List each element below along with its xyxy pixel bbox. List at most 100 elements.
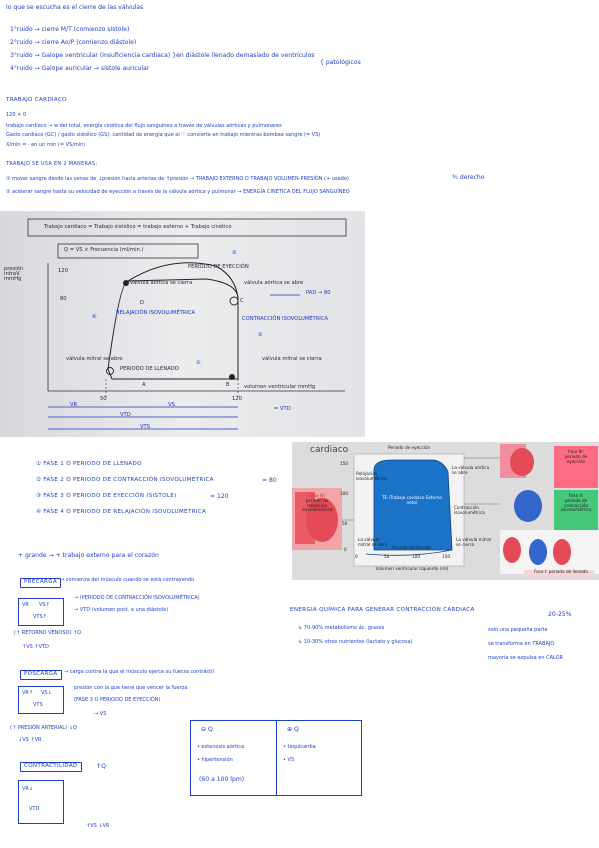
energia-title: ENERGÍA QUÍMICA PARA GENERAR CONTRACCIÓN…: [290, 607, 475, 613]
figure-center-label: TE (Trabajo cardíaco Externo neto): [382, 495, 442, 505]
energia-line-1: ↳ 70-90% metabolismo ác. grasos: [298, 625, 385, 631]
point-label-d: D: [140, 300, 144, 306]
contractilidad-effect: ↑Q: [96, 763, 106, 770]
photo-x-axis-label: volumen ventricular mmHg: [244, 384, 316, 390]
precarga-line-3: → VTD (volumen post. a una diástole): [74, 607, 169, 613]
poscarga-diagram-vs: VS↓: [41, 690, 52, 696]
circled-4: ④: [92, 314, 97, 320]
phase-1: ① FASE 1 O PERIODO DE LLENADO: [36, 461, 142, 467]
work-uses-subheading: TRABAJO SE USA EN 2 MANERAS:: [6, 161, 98, 167]
photo-x-tick-50: 50: [100, 396, 107, 402]
poscarga-effect: (↑ PRESIÓN ARTERIAL) ↓Q: [10, 725, 77, 731]
marker-eq-vtd: = VTD: [274, 406, 291, 412]
annot-mitral-open: válvula mitral se abre: [66, 356, 123, 362]
energia-percent: 20-25%: [548, 611, 572, 618]
photo-y-tick-120: 120: [58, 268, 68, 274]
precarga-line-2: → (PERIODO DE CONTRACCIÓN ISOVOLUMÉTRICA…: [74, 595, 200, 601]
figure-panel-phase-4: Fase IV: periodo de relajación isovolumé…: [296, 493, 338, 513]
circled-2: ②: [258, 332, 263, 338]
table-divider: [276, 721, 277, 795]
cardiac-work-line-4: X/min = · en un min (= VS/min): [6, 142, 86, 148]
phase-3: ③ FASE 3 O PERIODO DE EYECCIÓN (SISTOLE): [36, 493, 177, 499]
precarga-effect-2: ↑VS ↑VTD: [22, 644, 49, 650]
phase-2-value: = 80: [262, 477, 277, 484]
figure-inner-mitral-open: La válvula mitral se abre: [358, 537, 388, 547]
phase-1-title: Fase I:: [534, 569, 548, 574]
energia-line-2: ↳ 10-30% otros nutrientes (lactato y glu…: [298, 639, 413, 645]
marker-vts: VTS: [140, 424, 151, 430]
photo-formula: Q = VS × Frecuencia (ml/min.): [64, 247, 144, 253]
figure-inner-aortic-open: La válvula aórtica se abre: [452, 465, 490, 475]
figure-inner-iso-contract: Contracción isovolumétrica: [454, 505, 485, 515]
phase-2: ② FASE 2 O PERIODO DE CONTRACCIÓN ISOVOL…: [36, 477, 214, 483]
heart-sounds-heading: lo que se escucha es el cierre de las vá…: [6, 4, 144, 11]
minus-q-header: ⊖ Q: [201, 726, 213, 733]
contractilidad-effect-2: ↑VS ↓VR: [86, 823, 110, 829]
precarga-diagram-vts: VTS↑: [33, 614, 47, 620]
tick-y-100: 100: [340, 491, 348, 496]
precarga-title: PRECARGA: [20, 578, 61, 588]
annot-iso-contract: CONTRACCIÓN ISOVOLUMÉTRICA: [242, 316, 329, 322]
tick-y-0: 0: [344, 547, 347, 552]
annot-mitral-close: válvula mitral se cierra: [262, 356, 322, 362]
marker-vtd: VTD: [120, 412, 131, 418]
precarga-diagram: VR VS↑ VTS↑: [18, 598, 64, 626]
photo-y-tick-80: 80: [60, 296, 67, 302]
minus-q-item-2: • hipertensión: [197, 757, 233, 763]
photo-x-tick-120: 120: [232, 396, 242, 402]
poscarga-diagram-vts: VTS: [33, 702, 43, 708]
annot-aortic-close: válvula aórtica se cierra: [130, 280, 193, 286]
pv-loop-drawing: [0, 211, 365, 437]
poscarga-line-3: (FASE 3 O PERIODO DE EYECCIÓN): [74, 697, 161, 703]
cardiac-work-heading: TRABAJO CARDIACO: [6, 97, 67, 103]
annot-ejection: PERIODO DE EYECCIÓN: [188, 264, 249, 270]
poscarga-line-4: → VS: [94, 711, 107, 717]
figure-panel-phase-3: Fase III: periodo de eyección: [556, 449, 596, 464]
phase-2-title: Fase II:: [568, 493, 584, 498]
energia-side-3: mayoría se expulsa en CALOR: [488, 655, 564, 661]
point-label-b: B: [226, 382, 230, 388]
phase-1-text: periodo de llenado: [548, 569, 588, 574]
sound-1-line: 1°ruido → cierre M/T (comienzo sístole): [10, 26, 130, 33]
figure-panel-phase-1: Fase I: periodo de llenado: [528, 569, 594, 575]
circled-1: ①: [196, 360, 201, 366]
sound-4-line: 4°ruido → Galope auricular → sístole aur…: [10, 65, 150, 72]
sound-3-line: 3°ruido → Galope ventricular (insuficien…: [10, 52, 315, 59]
plus-q-item-1: • taquicardia: [283, 744, 316, 750]
precarga-diagram-vr: VR: [22, 602, 29, 608]
poscarga-diagram: VR↑ VS↓ VTS: [18, 686, 64, 714]
phase-4-text: periodo de relajación isovolumétrica: [301, 497, 333, 513]
pathologic-note: { patológicos: [320, 59, 361, 66]
plus-q-item-2: • VS: [283, 757, 295, 763]
contractilidad-diagram: VR↓ VTD: [18, 780, 64, 824]
contractilidad-diagram-vr: VR↓: [22, 786, 34, 792]
marker-vr: VR: [70, 402, 78, 408]
point-label-c: C: [240, 298, 244, 304]
marker-vs: VS: [168, 402, 175, 408]
poscarga-line-2: presión con la que tiene que vencer la f…: [74, 685, 188, 691]
phase-3-title: Fase III:: [568, 449, 584, 454]
contractilidad-title: CONTRACTILIDAD: [20, 762, 82, 772]
q-factors-table: ⊖ Q ⊕ Q • estenosis aórtica • hipertensi…: [190, 720, 362, 796]
figure-inner-ejection: Periodo de eyección: [388, 445, 431, 450]
sound-2-line: 2°ruido → cierre Ao/P (comienzo diástole…: [10, 39, 137, 46]
poscarga-line-1: → carga contra la que el músculo ejerce …: [64, 669, 214, 675]
annot-aortic-open: válvula aórtica se abre: [244, 280, 304, 286]
minus-q-item-1: • estenosis aórtica: [197, 744, 245, 750]
plus-q-header: ⊕ Q: [287, 726, 299, 733]
figure-inner-filling: Periodo de llenado: [392, 545, 431, 550]
energia-side-1: solo una pequeña parte: [488, 627, 548, 633]
textbook-pv-figure: cardiaco TE (Trabajo cardíaco Externo ne…: [292, 442, 599, 580]
contractilidad-diagram-vtd: VTD: [29, 806, 40, 812]
phase-3-text: periodo de eyección: [564, 453, 588, 464]
figure-panel-phase-2: Fase II: periodo de contracción isovolum…: [556, 493, 596, 513]
external-work-note: + grande → + trabajo externo para el cor…: [18, 552, 159, 559]
tick-y-50: 50: [342, 521, 348, 526]
cardiac-work-line-2: trabajo cardíaco → w del total, energía …: [6, 123, 282, 129]
phase-2-text: periodo de contracción isovolumétrica: [560, 497, 592, 513]
pv-loop-photo: Trabajo cardiaco = Trabajo sistólico = t…: [0, 211, 365, 437]
cardiac-work-line-3: Gasto cardíaco (GC) / gasto sistólico (G…: [6, 132, 321, 138]
energia-side-2: se transforma en TRABAJO: [488, 641, 555, 647]
figure-inner-mitral-close: La válvula mitral se cierra: [456, 537, 491, 547]
phase-3-value: = 120: [210, 493, 229, 500]
